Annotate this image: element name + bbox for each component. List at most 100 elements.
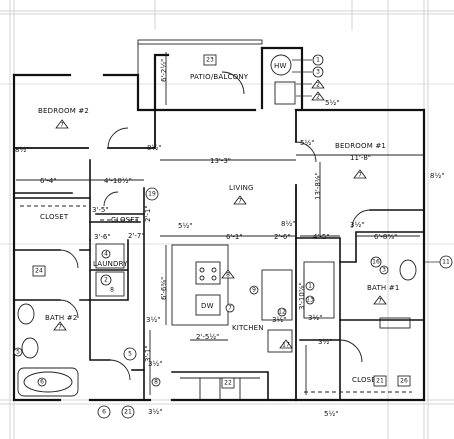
tag-circle xyxy=(439,255,453,269)
tag-text: 2 xyxy=(316,82,320,89)
tag-markers: 23 7 7 7 19 24 7 8 7 26 1 3 2 2 16 11 5 xyxy=(13,54,453,419)
dimension: 5½" xyxy=(325,99,339,107)
bath2-toilet-icon xyxy=(21,337,39,359)
tag-box xyxy=(397,375,411,387)
tag-text: 3 xyxy=(382,267,386,274)
tag-text: 21 xyxy=(376,378,384,385)
tag-circle xyxy=(97,405,111,419)
tag-circle xyxy=(100,274,112,286)
tag-text: 4 xyxy=(104,251,108,258)
tag-triangle xyxy=(221,269,235,279)
tag-text: 16 xyxy=(372,259,380,266)
room-label-bedroom-2: BEDROOM #2 xyxy=(38,107,89,115)
tag-text: 23 xyxy=(206,57,214,64)
walls xyxy=(12,46,426,402)
room-label-bedroom-1: BEDROOM #1 xyxy=(335,142,386,150)
tag-text: 9 xyxy=(252,287,256,294)
water-heater-icon xyxy=(270,54,292,76)
tag-circle xyxy=(225,303,235,313)
tag-text: 8 xyxy=(154,379,158,386)
tag-text: 2 xyxy=(316,94,320,101)
dimension: 13'-8⅛" xyxy=(314,172,322,200)
tag-text: 17 xyxy=(282,342,290,349)
tag-circle xyxy=(277,307,287,317)
tag-circle xyxy=(13,347,23,357)
dimension: 5½" xyxy=(300,139,314,147)
tag-text: 7 xyxy=(238,198,242,205)
tag-text: 1 xyxy=(308,283,312,290)
room-label-patio: PATIO/BALCONY xyxy=(190,73,249,81)
tag-text: 12 xyxy=(278,309,286,316)
range xyxy=(267,329,293,353)
dimension: 6'-1" xyxy=(226,233,243,241)
door-swing xyxy=(59,299,79,319)
door-swing xyxy=(59,249,79,269)
door-swing xyxy=(109,359,131,381)
fixtures xyxy=(16,39,424,400)
room-label-kitchen: KITCHEN xyxy=(232,324,264,332)
dimension: 2'-7" xyxy=(128,232,145,240)
dimension: 6'-8⅜" xyxy=(374,233,397,241)
tag-text: 24 xyxy=(35,268,43,275)
tag-text: 5 xyxy=(128,351,132,358)
tag-text: 2 xyxy=(104,277,108,284)
kitchen-island xyxy=(171,244,229,326)
tag-box xyxy=(373,375,387,387)
tag-text: 1 xyxy=(316,57,320,64)
bath2-sink-icon xyxy=(17,303,35,325)
tag-text: 8 xyxy=(110,287,114,294)
tag-circle xyxy=(123,347,137,361)
dimension: 3½" xyxy=(350,221,364,229)
tag-text: 21 xyxy=(124,409,132,416)
room-label-closet-left: CLOSET xyxy=(40,213,69,221)
dimension: 5½" xyxy=(178,222,192,230)
dimension: 3'-5" xyxy=(92,206,109,214)
dimension-labels: 6'-2½" 8½" 8½" 5½" 11'-8" 8½" 13'-3" 13'… xyxy=(15,59,444,418)
tag-text: 5 xyxy=(16,349,20,356)
tag-circle xyxy=(312,54,324,66)
dimension: 5½" xyxy=(324,410,338,418)
dimension: 2'-1" xyxy=(144,205,152,222)
dimension: 3½" xyxy=(148,408,162,416)
callout-leaders xyxy=(292,59,440,263)
dimension: 3½" xyxy=(318,338,332,346)
tag-text: 7 xyxy=(378,298,382,305)
dimension: 6'-2½" xyxy=(160,59,168,82)
room-label-living: LIVING xyxy=(229,184,254,192)
tag-text: 3 xyxy=(316,69,320,76)
dimension: 3½" xyxy=(148,360,162,368)
bath1-sink-icon xyxy=(399,259,417,281)
bath2-tub xyxy=(17,367,79,397)
refrigerator xyxy=(261,269,293,321)
tag-box xyxy=(203,54,217,66)
dimension: 3½" xyxy=(308,314,322,322)
tag-text: 19 xyxy=(148,191,156,198)
room-label-hw: HW xyxy=(274,62,287,70)
tag-triangle xyxy=(353,169,367,179)
tag-text: 7 xyxy=(58,324,62,331)
tag-text: 13 xyxy=(306,297,314,304)
tag-triangle xyxy=(233,195,247,205)
tag-circle xyxy=(249,285,259,295)
room-label-laundry: LAUNDRY xyxy=(93,260,128,268)
door-swing xyxy=(221,71,245,95)
tag-triangle xyxy=(311,91,325,101)
door-swing xyxy=(351,209,371,229)
dimension: 8½" xyxy=(15,146,29,154)
tag-circle xyxy=(101,249,111,259)
tag-text: 22 xyxy=(224,380,232,387)
tag-circle xyxy=(305,295,315,305)
dryer xyxy=(95,271,125,297)
tag-text: 11 xyxy=(442,259,450,266)
tag-circle xyxy=(145,187,159,201)
washer xyxy=(95,243,125,269)
tag-text: 6 xyxy=(102,409,106,416)
dimension: 11'-8" xyxy=(350,154,371,162)
tag-text: 26 xyxy=(400,378,408,385)
room-label-bath-1: BATH #1 xyxy=(367,284,400,292)
tag-circle xyxy=(121,405,135,419)
door-swing xyxy=(295,141,317,163)
tag-text: 7 xyxy=(60,122,64,129)
door-swing xyxy=(107,127,129,149)
